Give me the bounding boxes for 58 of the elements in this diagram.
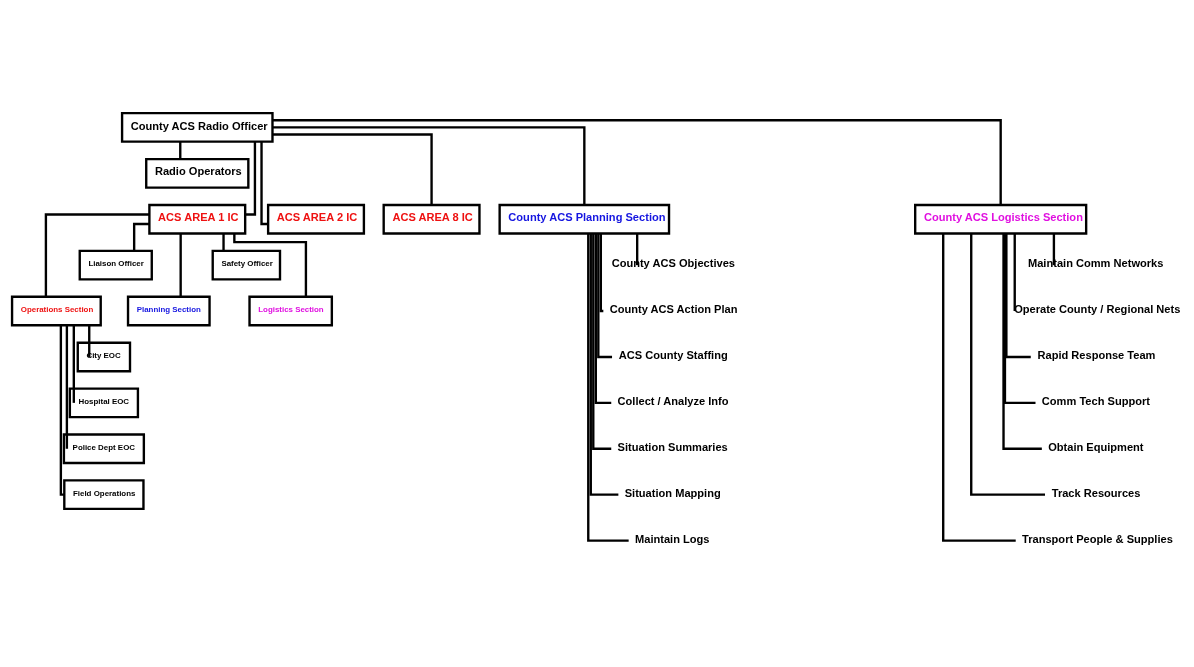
connector [1002,233,1042,450]
connector [44,212,150,297]
connector [72,324,75,403]
node-text: Collect / Analyze Info [617,394,729,407]
connector [970,233,1045,496]
connector [594,233,612,404]
connector [636,233,639,265]
node-box: Police Dept EOC [62,432,146,464]
connector [272,132,433,205]
connector [1052,233,1056,265]
connector [597,233,613,358]
node-box: Radio Operators [145,157,250,189]
connector [179,233,182,296]
node-text: Comm Tech Support [1041,394,1150,407]
node-text: Transport People & Supplies [1022,532,1173,545]
connector [599,233,604,312]
connector [942,233,1016,542]
node-box: Operations Section [10,295,102,326]
connector [272,125,586,205]
connector [587,233,629,542]
connector [233,233,308,297]
node-box: County ACS Radio Officer [120,111,274,143]
node-box: ACS AREA 1 IC [148,203,247,235]
connector [222,233,225,251]
node-text: Rapid Response Team [1037,348,1156,361]
node-text: ACS County Staffing [618,348,728,361]
node-box: ACS AREA 2 IC [266,203,366,235]
connector [1013,233,1016,311]
connector [245,141,257,216]
node-text: Track Resources [1051,486,1141,499]
connector [88,324,91,357]
connector [59,324,65,496]
connector [272,118,1002,205]
node-text: Situation Mapping [624,486,721,499]
node-text: Maintain Comm Networks [1027,256,1164,269]
node-text: County ACS Objectives [611,256,735,269]
node-box: Field Operations [63,478,145,510]
node-box: County ACS Planning Section [498,203,671,235]
connector [260,141,268,225]
node-box: Safety Officer [211,249,282,281]
node-box: ACS AREA 8 IC [382,203,481,235]
node-box: Logistics Section [248,295,334,326]
connector [65,325,69,449]
node-box: City EOC [76,341,132,372]
node-text: Obtain Equipment [1048,440,1144,453]
node-box: Planning Section [126,295,211,326]
connector [132,222,150,251]
node-box: County ACS Logistics Section [914,203,1088,235]
connector [1003,233,1036,404]
connector [1005,233,1031,358]
node-text: County ACS Action Plan [609,302,738,315]
node-box: Hospital EOC [68,386,140,418]
node-text: Situation Summaries [617,440,728,453]
connector [589,233,619,496]
node-box: Liaison Officer [78,249,153,281]
connector [592,233,612,450]
node-text: Operate County / Regional Nets [1014,302,1181,315]
node-text: Maintain Logs [634,532,710,545]
